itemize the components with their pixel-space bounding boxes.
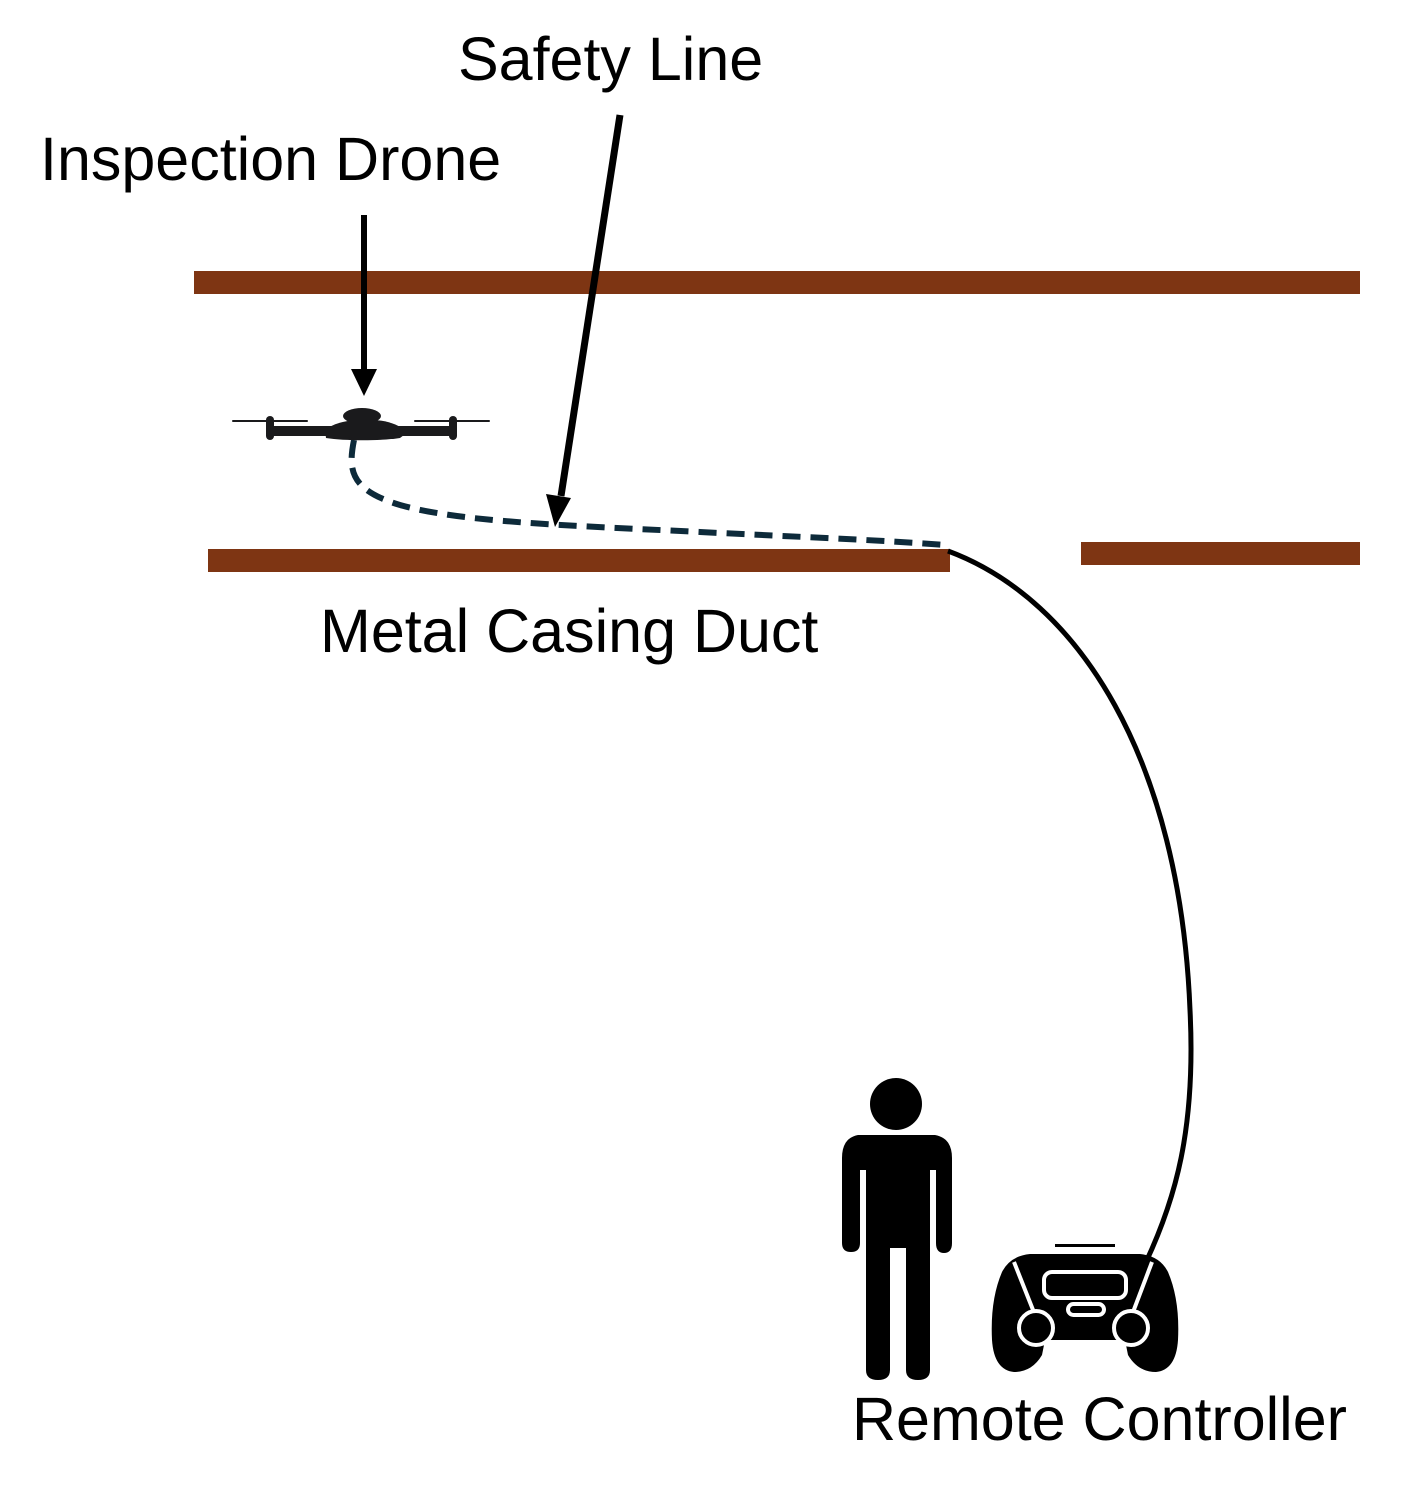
duct-top-wall xyxy=(194,271,1360,294)
duct-bottom-wall-left xyxy=(208,549,950,572)
remote-controller-label: Remote Controller xyxy=(852,1385,1347,1453)
duct-bottom-wall-right xyxy=(1081,542,1360,565)
drone-pointer-arrow xyxy=(351,215,377,396)
safety-line-pointer-arrow xyxy=(546,114,624,527)
remote-controller-icon xyxy=(991,1244,1179,1372)
safety-line-label: Safety Line xyxy=(458,25,763,93)
person-icon xyxy=(842,1078,952,1380)
drone-icon xyxy=(232,408,490,441)
control-cable xyxy=(947,548,1194,1264)
safety-line xyxy=(348,439,946,548)
inspection-drone-label: Inspection Drone xyxy=(40,125,501,193)
metal-casing-duct-label: Metal Casing Duct xyxy=(320,597,818,665)
